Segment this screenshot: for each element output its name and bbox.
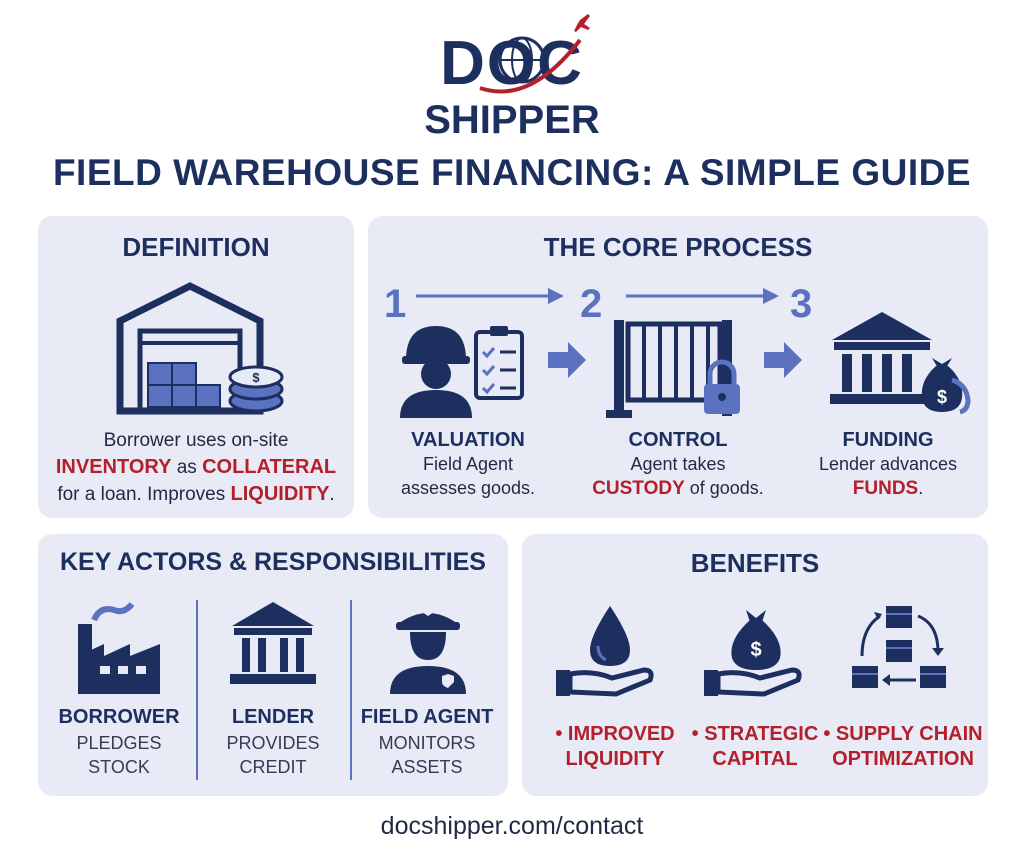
svg-text:$: $ xyxy=(937,387,947,407)
actor-lender: LENDER PROVIDES CREDIT xyxy=(198,706,348,779)
benefit-supply-chain-optimization: • SUPPLY CHAIN OPTIMIZATION xyxy=(820,722,986,772)
custody-keyword: CUSTODY xyxy=(592,478,685,499)
benefit-improved-liquidity: • IMPROVED LIQUIDITY xyxy=(540,722,690,772)
warehouse-icon: $ xyxy=(116,282,284,415)
process-heading: THE CORE PROCESS xyxy=(543,232,813,262)
svg-text:$: $ xyxy=(252,370,260,385)
step-control-label: CONTROL xyxy=(628,429,728,451)
benefit-1-line-2: LIQUIDITY xyxy=(565,748,665,770)
arrow-control-to-funding-icon xyxy=(764,342,802,378)
key-actors-panel: KEY ACTORS & RESPONSIBILITIES xyxy=(38,534,508,796)
actor-borrower-line-2: STOCK xyxy=(88,757,150,777)
arrow-2-to-3-icon xyxy=(626,288,779,304)
field-agent-clipboard-icon xyxy=(400,326,524,418)
definition-panel: DEFINITION $ Borrower uses on-site INVEN… xyxy=(38,216,354,518)
docshipper-logo: DOC SHIPPER xyxy=(0,0,1024,145)
definition-period: . xyxy=(329,484,335,505)
page-title: FIELD WAREHOUSE FINANCING: A SIMPLE GUID… xyxy=(52,152,972,193)
benefit-strategic-capital: • STRATEGIC CAPITAL xyxy=(680,722,830,772)
step-funding-line-2: . xyxy=(918,478,924,498)
step-valuation-label: VALUATION xyxy=(411,429,525,451)
benefits-heading: BENEFITS xyxy=(690,548,820,578)
bank-money-bag-icon: $ xyxy=(830,312,971,415)
actor-field-agent-line-2: ASSETS xyxy=(391,757,463,777)
benefit-1-line-1: • IMPROVED xyxy=(555,723,675,745)
locked-gate-icon xyxy=(606,320,740,418)
step-valuation-line-1: Field Agent xyxy=(422,454,514,474)
actor-divider-1 xyxy=(196,600,198,780)
actor-lender-line-2: CREDIT xyxy=(239,757,307,777)
step-funding-line-1: Lender advances xyxy=(818,454,958,474)
actor-borrower-line-1: PLEDGES xyxy=(76,733,162,753)
definition-text: Borrower uses on-site INVENTORY as COLLA… xyxy=(38,428,354,508)
step-funding-label: FUNDING xyxy=(842,429,934,451)
definition-line-3: for a loan. Improves xyxy=(57,484,231,505)
money-bag-hand-icon: $ xyxy=(704,610,802,697)
factory-icon xyxy=(78,602,160,694)
definition-as: as xyxy=(171,457,203,478)
benefit-2-line-2: CAPITAL xyxy=(712,748,798,770)
funds-keyword: FUNDS xyxy=(852,478,919,499)
step-2-number: 2 xyxy=(580,282,603,326)
svg-text:$: $ xyxy=(750,639,761,661)
arrow-1-to-2-icon xyxy=(416,288,564,304)
step-control-caption: CONTROL Agent takes CUSTODY of goods. xyxy=(578,428,778,501)
benefit-2-line-1: • STRATEGIC xyxy=(691,723,819,745)
water-drop-hand-icon xyxy=(556,606,654,697)
logo-shipper-text: SHIPPER xyxy=(424,98,600,142)
liquidity-keyword: LIQUIDITY xyxy=(230,483,330,505)
contact-url[interactable]: docshipper.com/contact xyxy=(380,812,644,840)
arrow-valuation-to-control-icon xyxy=(548,342,586,378)
actor-lender-line-1: PROVIDES xyxy=(226,733,320,753)
definition-line-1: Borrower uses on-site xyxy=(103,430,289,451)
step-control-line-2: of goods. xyxy=(684,478,764,498)
step-valuation-caption: VALUATION Field Agent assesses goods. xyxy=(378,428,558,500)
logo-globe-plane-icon xyxy=(479,14,590,94)
security-officer-icon xyxy=(390,606,466,694)
actors-heading: KEY ACTORS & RESPONSIBILITIES xyxy=(59,548,486,576)
actor-field-agent-line-1: MONITORS xyxy=(378,733,476,753)
step-valuation-line-2: assesses goods. xyxy=(400,478,536,498)
supply-chain-boxes-icon xyxy=(852,606,946,688)
actor-lender-name: LENDER xyxy=(231,706,315,728)
actor-borrower-name: BORROWER xyxy=(58,706,180,728)
actor-borrower: BORROWER PLEDGES STOCK xyxy=(44,706,194,779)
benefit-3-line-2: OPTIMIZATION xyxy=(832,748,974,770)
definition-heading: DEFINITION xyxy=(122,232,270,262)
step-3-number: 3 xyxy=(790,282,813,326)
bank-icon xyxy=(230,602,316,684)
actor-field-agent: FIELD AGENT MONITORS ASSETS xyxy=(352,706,502,779)
actor-field-agent-name: FIELD AGENT xyxy=(360,706,494,728)
step-control-line-1: Agent takes xyxy=(630,454,726,474)
step-funding-caption: FUNDING Lender advances FUNDS. xyxy=(798,428,978,501)
step-1-number: 1 xyxy=(384,282,407,326)
actor-divider-2 xyxy=(350,600,352,780)
benefit-3-line-1: • SUPPLY CHAIN xyxy=(823,723,983,745)
inventory-keyword: INVENTORY xyxy=(55,456,172,478)
collateral-keyword: COLLATERAL xyxy=(202,456,337,478)
